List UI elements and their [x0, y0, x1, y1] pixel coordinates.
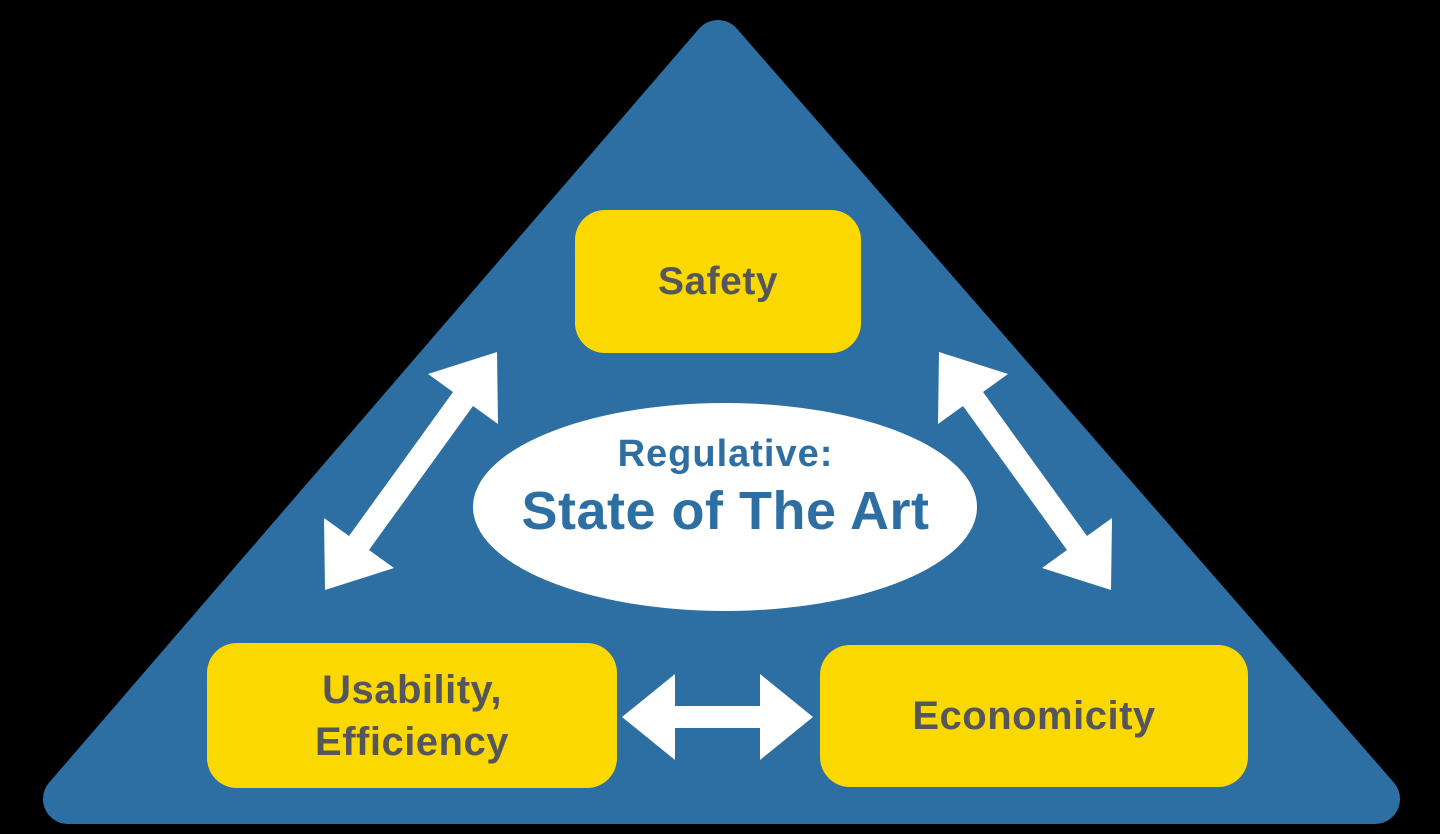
center-label-state-of-the-art: State of The Art: [521, 480, 930, 541]
node-safety-label: Safety: [657, 259, 779, 303]
arrow-top-bottomright: [938, 352, 1112, 590]
node-usability-efficiency: Usability, Efficiency: [207, 643, 617, 788]
node-safety: Safety: [575, 210, 861, 353]
arrow-bottomleft-bottomright: [622, 674, 813, 760]
node-usability-efficiency-label: Usability, Efficiency: [315, 667, 509, 764]
node-economicity-label: Economicity: [912, 693, 1156, 738]
center-ellipse: [473, 403, 977, 611]
center-label-regulative: Regulative:: [617, 432, 834, 475]
node-economicity: Economicity: [820, 645, 1248, 787]
center-label: Regulative: State of The Art: [473, 403, 978, 611]
arrow-top-bottomleft: [324, 352, 498, 590]
